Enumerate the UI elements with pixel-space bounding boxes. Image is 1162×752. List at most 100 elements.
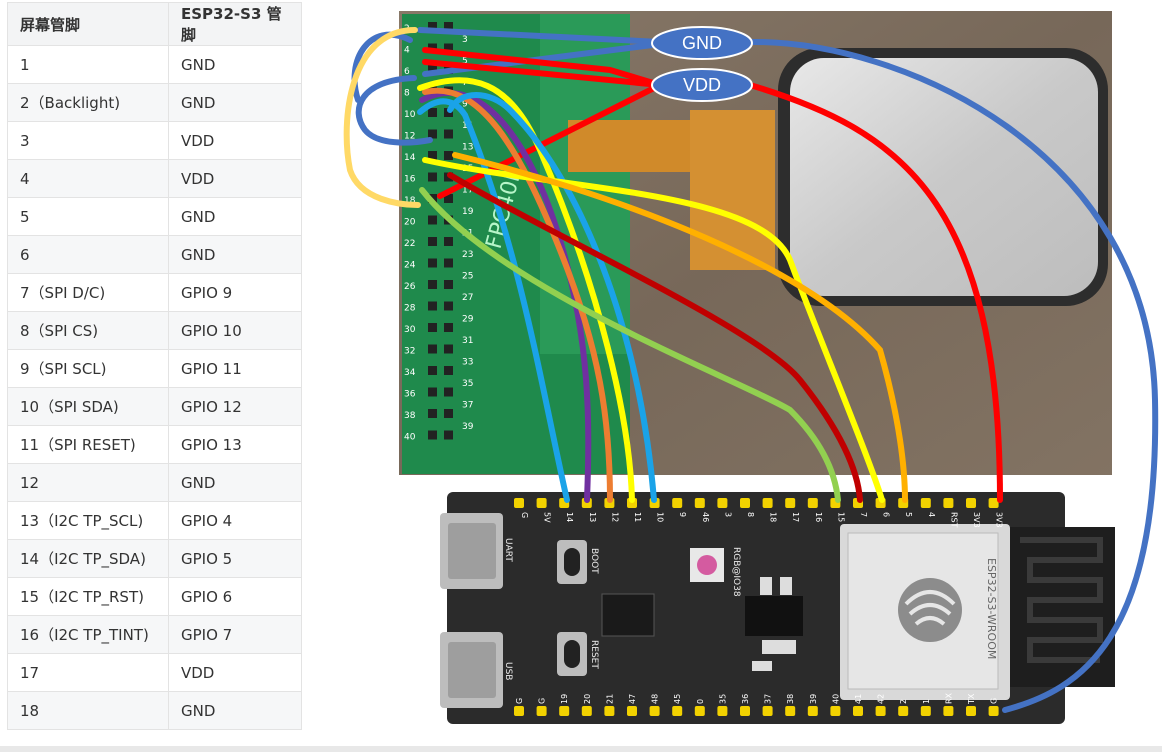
board-pin — [988, 498, 999, 508]
header-pin — [428, 258, 437, 268]
table-row: 16（I2C TP_TINT)GPIO 7 — [7, 615, 302, 654]
espressif-logo-swirl-icon — [904, 590, 956, 626]
screen-pin-cell: 7（SPI D/C) — [7, 273, 169, 312]
board-pin — [672, 706, 683, 716]
adapter-pin-number: 3 — [462, 35, 468, 45]
table-row: 7（SPI D/C)GPIO 9 — [7, 273, 302, 312]
board-pin-label: 19 — [560, 694, 569, 704]
board-pin-label: G — [990, 698, 999, 704]
header-pin — [444, 151, 453, 160]
board-pin-label: RX — [944, 692, 953, 704]
header-pin — [444, 43, 453, 53]
header-pin — [428, 430, 437, 440]
header-pin — [428, 237, 437, 246]
header-pin — [444, 280, 453, 289]
board-pin — [966, 498, 976, 508]
board-pin-label: 36 — [741, 694, 750, 704]
screen-pin-cell: 14（I2C TP_SDA) — [7, 539, 169, 578]
screen-pin-cell: 9（SPI SCL) — [7, 349, 169, 388]
screen-pin-cell: 3 — [7, 121, 169, 160]
board-pin — [966, 706, 976, 716]
wire-vdd-pin17 — [437, 82, 663, 199]
board-pin-label: 0 — [696, 699, 705, 704]
table-row: 8（SPI CS)GPIO 10 — [7, 311, 302, 350]
esp32-pin-cell: GPIO 11 — [168, 349, 302, 388]
board-pin-label: 20 — [583, 694, 592, 704]
board-pin-label: 46 — [701, 512, 710, 522]
ldo-pin-1 — [760, 577, 772, 595]
board-pin — [536, 498, 547, 508]
board-pin — [717, 706, 728, 716]
board-pin-label: 41 — [854, 694, 863, 704]
adapter-pin-number: 13 — [462, 143, 473, 153]
board-pin-label: 15 — [836, 512, 845, 522]
esp32-pin-cell: GND — [168, 45, 302, 84]
board-pin — [898, 706, 909, 716]
usb-label: USB — [503, 662, 513, 680]
module-label: ESP32-S3-WROOM — [985, 558, 998, 659]
wire-tp-rst — [447, 172, 863, 503]
wire-spi-dc — [417, 98, 570, 503]
adapter-pin-number: 4 — [404, 46, 410, 56]
gnd-bus-oval — [651, 26, 753, 60]
screen-pin-cell: 18 — [7, 691, 169, 730]
board-pin-label: 16 — [814, 512, 823, 522]
screen-pin-cell: 13（I2C TP_SCL) — [7, 501, 169, 540]
header-pin — [444, 237, 453, 246]
esp32-pin-cell: GPIO 10 — [168, 311, 302, 350]
board-pin-label: 3V3 — [995, 512, 1004, 528]
adapter-pin-number: 8 — [404, 89, 410, 99]
board-pin — [988, 706, 999, 716]
board-pin-label: 12 — [610, 512, 619, 522]
boot-button-cap — [564, 548, 580, 576]
board-pin — [536, 706, 547, 716]
screen-pin-cell: 10（SPI SDA) — [7, 387, 169, 426]
bottom-scroll-edge — [0, 746, 1162, 752]
lcd-screen — [790, 58, 1098, 296]
header-pin — [428, 387, 437, 397]
wire-spi-scl — [417, 77, 635, 503]
esp32-pin-cell: GPIO 12 — [168, 387, 302, 426]
screen-pin-cell: 11（SPI RESET) — [7, 425, 169, 464]
header-pin — [444, 344, 453, 354]
adapter-pin-number: 9 — [462, 100, 468, 110]
board-pin — [785, 706, 796, 716]
board-pin — [943, 706, 954, 716]
uart-connector-inner — [448, 523, 496, 579]
ldo-pin-2 — [780, 577, 792, 595]
adapter-pin-number: 5 — [462, 57, 468, 67]
adapter-pin-number: 17 — [462, 186, 473, 196]
board-pin-label: 6 — [882, 512, 891, 517]
board-pin-label: 39 — [809, 694, 818, 704]
adapter-pin-number: 38 — [404, 411, 416, 421]
screen-pin-cell: 2（Backlight) — [7, 83, 169, 122]
adapter-pin-number: 35 — [462, 379, 473, 389]
header-pin — [444, 22, 453, 31]
gnd-bus-label: GND — [682, 33, 722, 53]
rgb-led-die — [697, 555, 717, 575]
board-pin — [559, 706, 570, 716]
adapter-pin-number: 39 — [462, 422, 474, 432]
board-pin-label: 48 — [651, 694, 660, 704]
board-pin — [649, 706, 660, 716]
board-pin-label: 2 — [899, 699, 908, 704]
board-pin-label: 8 — [746, 512, 755, 517]
esp32-pin-cell: GND — [168, 197, 302, 236]
wire-tp-tint — [419, 187, 841, 503]
board-pin-label: 11 — [633, 512, 642, 522]
adapter-pin-number: 30 — [404, 325, 416, 335]
adapter-pin-number: 27 — [462, 293, 473, 303]
wire-spi-reset — [419, 90, 592, 503]
header-pin — [428, 344, 437, 354]
board-pin-label: 14 — [565, 512, 574, 522]
wire-gnd-top — [417, 27, 663, 45]
board-pin-label: 35 — [718, 694, 727, 704]
header-esp32-pin: ESP32-S3 管脚 — [168, 2, 302, 46]
adapter-pin-number: 40 — [404, 433, 416, 443]
espressif-logo-icon — [898, 578, 962, 642]
adapter-pin-number: 12 — [404, 132, 415, 142]
esp32-pin-cell: GPIO 4 — [168, 501, 302, 540]
vdd-bus-oval — [651, 68, 753, 102]
header-pin — [444, 194, 453, 203]
